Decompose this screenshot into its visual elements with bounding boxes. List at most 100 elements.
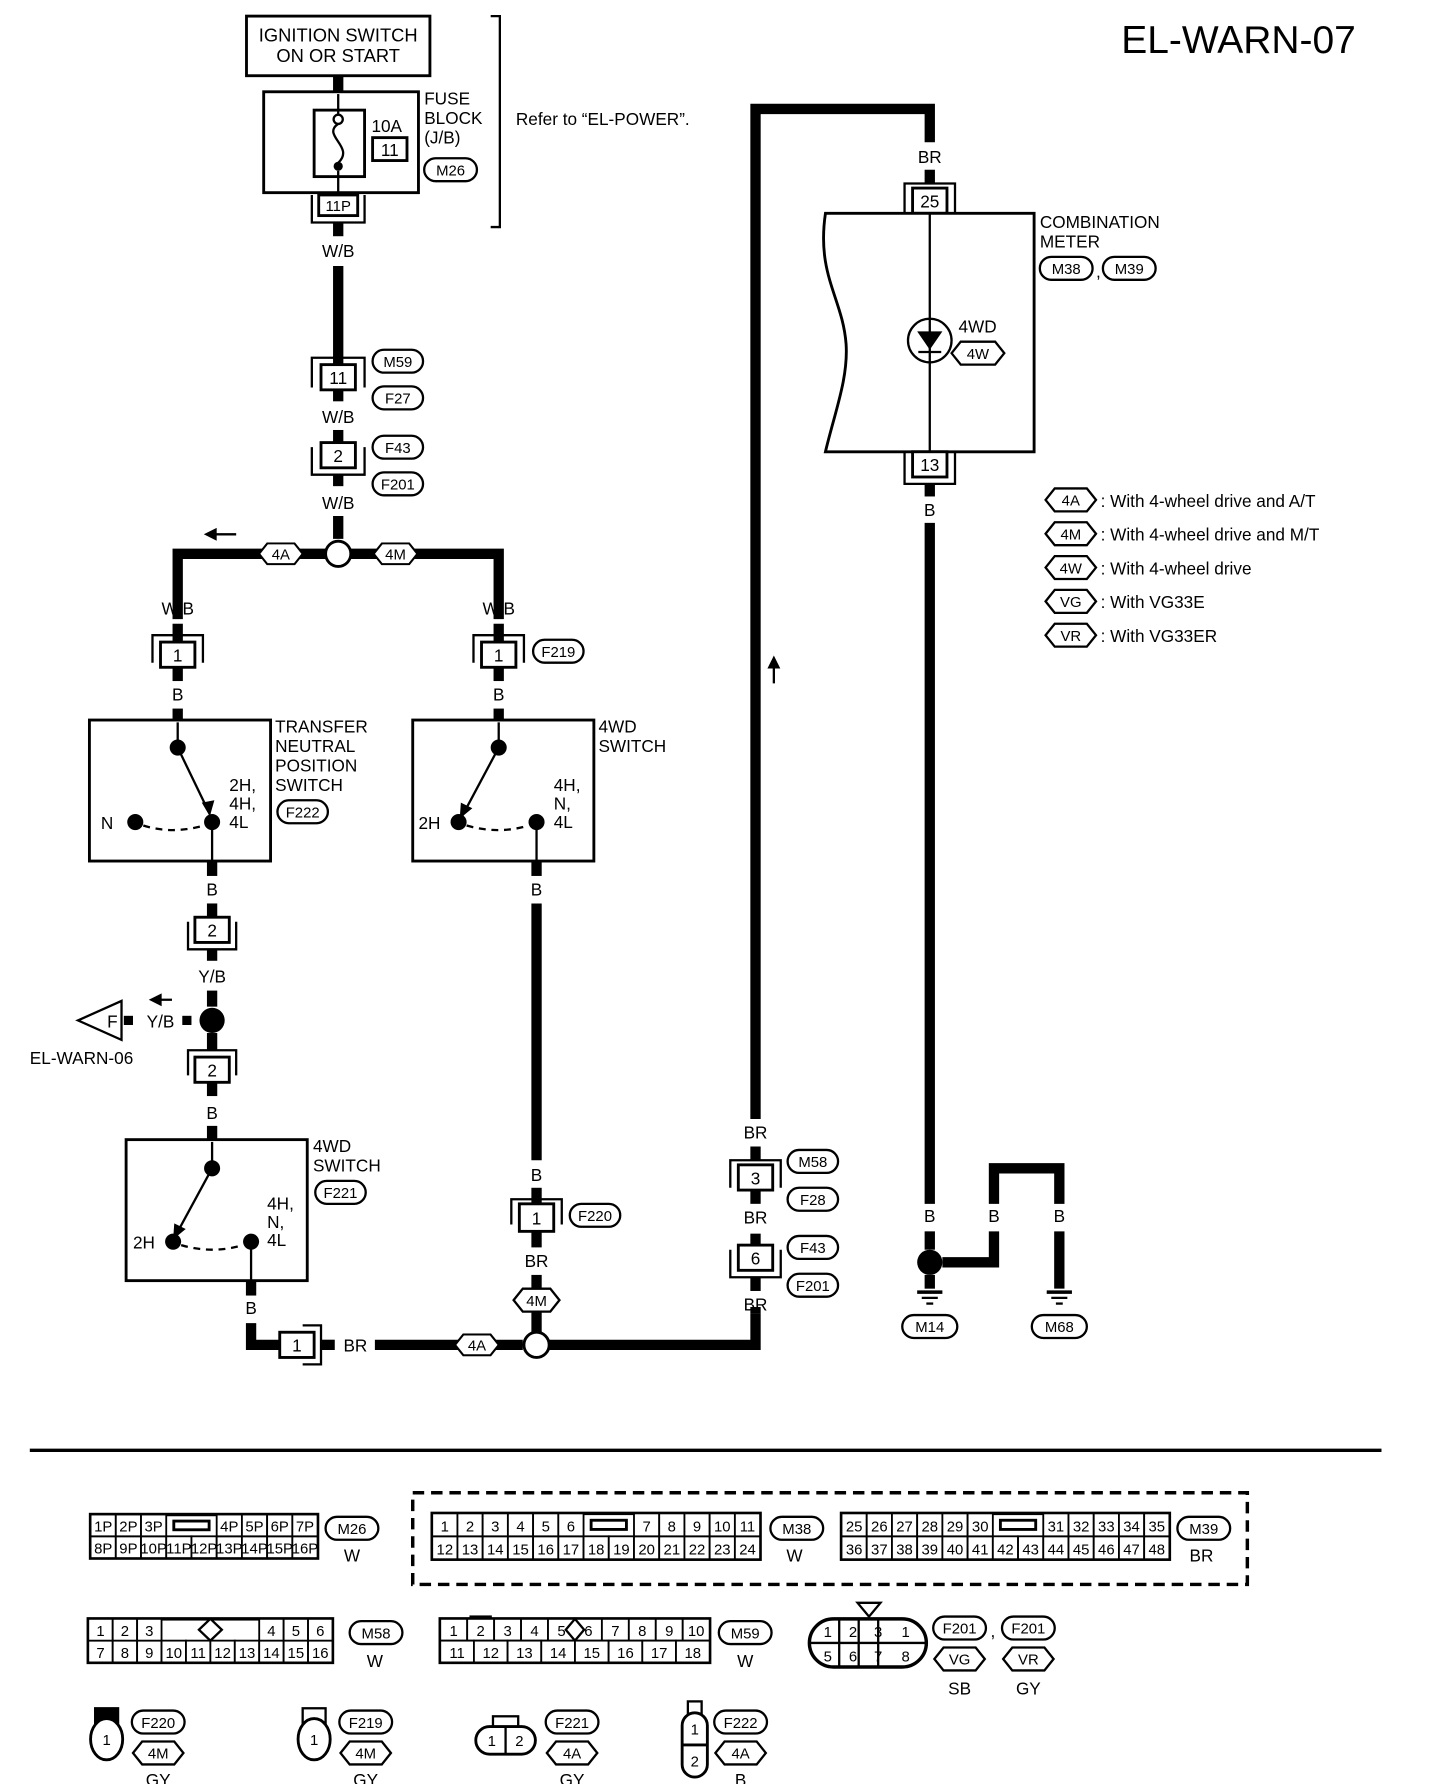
pin-label: 48: [1148, 1543, 1165, 1559]
svg-text:1: 1: [292, 1336, 302, 1356]
svg-text:12: 12: [214, 1646, 231, 1662]
connector-f220: 1 F220: [510, 1198, 622, 1233]
svg-text:9: 9: [145, 1646, 153, 1662]
svg-text:4A: 4A: [468, 1339, 486, 1355]
4wd-switch-f219: 2H 4H, N, 4L 4WD SWITCH: [411, 717, 666, 863]
wire-color-label: W/B: [322, 493, 354, 513]
connector-key: [589, 1518, 628, 1531]
pin-label: 1: [488, 1734, 496, 1750]
svg-text:3: 3: [145, 1624, 153, 1640]
connector-id-f221-label: F221: [555, 1716, 589, 1732]
svg-text:2: 2: [121, 1624, 129, 1640]
pin-label: 4P: [220, 1520, 238, 1536]
pin-label: 13P: [216, 1542, 243, 1558]
pin-label: 12: [437, 1543, 454, 1559]
svg-text:12: 12: [482, 1646, 499, 1662]
pin-label: 19: [613, 1543, 630, 1559]
pin-label: 12P: [191, 1542, 218, 1558]
svg-text:4M: 4M: [526, 1294, 547, 1310]
connector-key: [197, 1617, 224, 1643]
legend-option-tag-label: 4W: [1060, 561, 1082, 577]
connector-id-f201-vg: F201: [932, 1615, 988, 1641]
svg-text:11: 11: [329, 368, 347, 388]
offpage-connector-f[interactable]: F: [75, 999, 123, 1042]
svg-text:14: 14: [550, 1646, 567, 1662]
option-f220: 4M: [512, 1287, 561, 1313]
pin-label: 29: [947, 1520, 964, 1536]
ground-icon: [917, 1290, 943, 1305]
fuse-block-connector: M26: [436, 163, 465, 179]
wire-color-m58: W: [367, 1651, 384, 1671]
svg-text:1: 1: [96, 1624, 104, 1640]
svg-text:4: 4: [267, 1624, 275, 1640]
svg-text:2H,: 2H,: [229, 775, 256, 795]
svg-text:4WD: 4WD: [958, 317, 996, 337]
pin-label: 13: [462, 1543, 479, 1559]
svg-text:F43: F43: [800, 1241, 826, 1257]
legend-item: 4W: With 4-wheel drive: [1044, 554, 1252, 581]
connector-id-m39: M39: [1176, 1515, 1232, 1541]
splice-closed: [917, 1249, 943, 1275]
flow-arrow-icon: [767, 655, 781, 684]
connector-id-m26-label: M26: [337, 1522, 366, 1538]
wire-color: B: [735, 1770, 746, 1784]
fuse-icon: [332, 113, 344, 126]
svg-text:TRANSFER: TRANSFER: [275, 717, 368, 737]
wire-color-m26: W: [344, 1546, 361, 1566]
svg-text:4WD: 4WD: [313, 1136, 351, 1156]
pin-label: 14: [487, 1543, 504, 1559]
connector-view-f219: 1: [296, 1707, 332, 1762]
pin-label: 2: [849, 1625, 857, 1641]
option-split-right: 4M: [372, 542, 419, 566]
wire-color: GY: [560, 1770, 585, 1784]
connector-id-f219: F219: [338, 1709, 394, 1735]
svg-text:14: 14: [263, 1646, 280, 1662]
legend-text: : With VG33ER: [1101, 626, 1218, 646]
svg-text:15: 15: [583, 1646, 600, 1662]
svg-text:3: 3: [751, 1168, 761, 1188]
svg-text:5: 5: [292, 1624, 300, 1640]
pin-label: 7: [874, 1649, 882, 1665]
svg-text:4W: 4W: [967, 347, 989, 363]
connector-id-m38: M38: [769, 1515, 825, 1541]
connector-m58-f28: 3 M58 F28: [729, 1148, 840, 1212]
svg-text:F28: F28: [800, 1193, 826, 1209]
pin-label: 4: [516, 1520, 524, 1536]
svg-text:16: 16: [312, 1646, 329, 1662]
wire-color-label: BR: [744, 1207, 768, 1227]
pin-label: 10: [714, 1520, 731, 1536]
svg-text:4H,: 4H,: [229, 793, 256, 813]
svg-text:2: 2: [207, 921, 217, 941]
connector-id-m26: M26: [324, 1515, 380, 1541]
wire-color-label: W/B: [482, 599, 514, 619]
pin-label: 24: [739, 1543, 756, 1559]
flow-arrow-icon: [148, 993, 172, 1007]
svg-text:4H,: 4H,: [267, 1194, 294, 1214]
offpage-reference[interactable]: EL-WARN-06: [30, 1048, 133, 1068]
pin-label: 40: [947, 1543, 964, 1559]
pin-cell: [966, 1512, 994, 1538]
fuse-block-label-1: FUSE: [424, 88, 470, 108]
option-tag: 4A: [713, 1740, 768, 1766]
wire-color-label: B: [924, 1206, 935, 1226]
fuse-block-label-3: (J/B): [424, 127, 460, 147]
splice-closed: [199, 1007, 225, 1034]
fuse-number: 11: [381, 140, 399, 160]
svg-text:11: 11: [190, 1646, 205, 1662]
refer-note: Refer to “EL-POWER”.: [516, 109, 690, 129]
legend-option-tag-label: VG: [1060, 595, 1082, 611]
legend-option-tag: 4W: [1044, 554, 1098, 581]
wire-color-label: B: [988, 1206, 999, 1226]
pin-label: 20: [638, 1543, 655, 1559]
connector-id-f201-vg-label: F201: [943, 1622, 977, 1638]
pin-label: 7P: [296, 1520, 314, 1536]
wire-color-label: BR: [744, 1122, 768, 1142]
svg-text:4M: 4M: [385, 548, 406, 564]
wire-color: GY: [353, 1770, 378, 1784]
connector-f43b-f201b: 6 F43 F201: [729, 1234, 840, 1298]
pin-label: 9: [693, 1520, 701, 1536]
pin-label: 5: [542, 1520, 550, 1536]
